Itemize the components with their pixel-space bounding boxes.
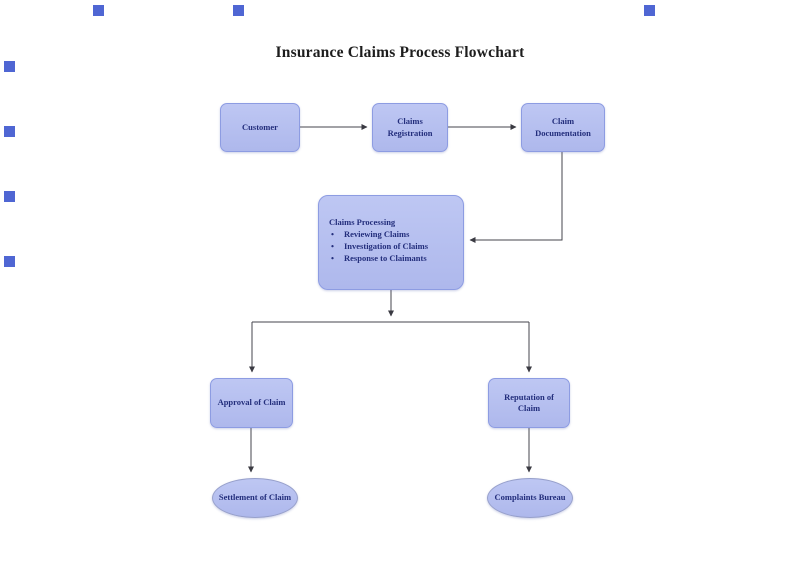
page-marker-square (4, 61, 15, 72)
claims-processing-item-label: Investigation of Claims (344, 241, 429, 251)
node-settlement-of-claim: Settlement of Claim (212, 478, 298, 518)
page-marker-square (644, 5, 655, 16)
node-claims-registration: Claims Registration (372, 103, 448, 152)
page-marker-square (4, 191, 15, 202)
node-reputation-label: Reputation of Claim (504, 391, 554, 413)
node-customer: Customer (220, 103, 300, 152)
page-marker-square (93, 5, 104, 16)
page-marker-square (4, 256, 15, 267)
claims-processing-item: • Reviewing Claims (329, 228, 428, 240)
node-customer-label: Customer (242, 121, 278, 132)
page-marker-square (4, 126, 15, 137)
node-complaints-bureau: Complaints Bureau (487, 478, 573, 518)
node-claim-documentation: Claim Documentation (521, 103, 605, 152)
node-approval-of-claim: Approval of Claim (210, 378, 293, 428)
connector-documentation-processing (469, 152, 563, 243)
claims-processing-item: • Response to Claimants (329, 252, 428, 264)
node-claims-processing: Claims Processing • Reviewing Claims • I… (318, 195, 464, 290)
page-marker-square (233, 5, 244, 16)
node-settlement-label: Settlement of Claim (218, 492, 292, 503)
bullet-icon: • (331, 229, 334, 239)
claims-processing-item-label: Reviewing Claims (344, 229, 410, 239)
node-claims-registration-label: Claims Registration (387, 116, 433, 138)
node-complaints-label: Complaints Bureau (494, 492, 566, 503)
claims-processing-item-label: Response to Claimants (344, 253, 427, 263)
bullet-icon: • (331, 241, 334, 251)
page-title: Insurance Claims Process Flowchart (275, 44, 525, 61)
claims-processing-heading: Claims Processing (329, 217, 396, 227)
bullet-icon: • (331, 253, 334, 263)
node-approval-label: Approval of Claim (217, 397, 286, 408)
claims-processing-item: • Investigation of Claims (329, 240, 428, 252)
node-claim-documentation-label: Claim Documentation (535, 116, 591, 138)
node-reputation-of-claim: Reputation of Claim (488, 378, 570, 428)
